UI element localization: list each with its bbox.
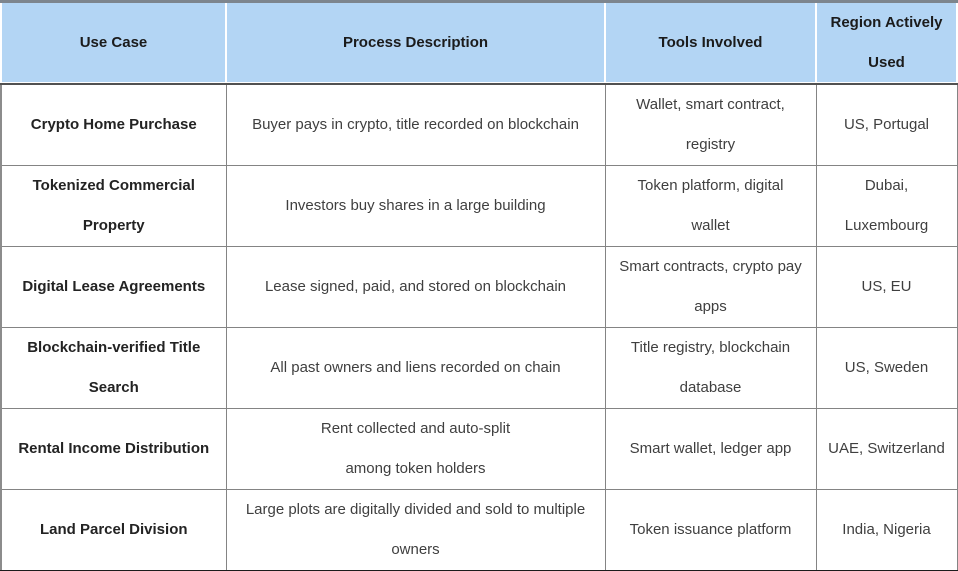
cell-process-description: Rent collected and auto-split among toke…	[225, 408, 606, 490]
table-row: Rental Income Distribution Rent collecte…	[0, 408, 958, 490]
cell-region-actively-used: UAE, Switzerland	[815, 408, 958, 490]
cell-use-case: Rental Income Distribution	[0, 408, 227, 490]
cell-region-actively-used: India, Nigeria	[815, 489, 958, 571]
cell-region-actively-used: US, Sweden	[815, 327, 958, 409]
cell-tools-involved: Title registry, blockchain database	[604, 327, 817, 409]
cell-tools-involved: Wallet, smart contract, registry	[604, 83, 817, 166]
cell-use-case: Blockchain-verified Title Search	[0, 327, 227, 409]
cell-process-description: Lease signed, paid, and stored on blockc…	[225, 246, 606, 328]
table-row: Crypto Home Purchase Buyer pays in crypt…	[0, 83, 958, 166]
cell-region-actively-used: Dubai, Luxembourg	[815, 165, 958, 247]
table-row: Digital Lease Agreements Lease signed, p…	[0, 246, 958, 328]
cell-use-case: Land Parcel Division	[0, 489, 227, 571]
cell-use-case: Digital Lease Agreements	[0, 246, 227, 328]
cell-process-description: Large plots are digitally divided and so…	[225, 489, 606, 571]
cell-region-actively-used: US, EU	[815, 246, 958, 328]
column-header-region-actively-used: Region Actively Used	[815, 1, 958, 85]
column-header-tools-involved: Tools Involved	[604, 1, 817, 85]
cell-region-actively-used: US, Portugal	[815, 83, 958, 166]
table-row: Tokenized Commercial Property Investors …	[0, 165, 958, 247]
cell-process-description: All past owners and liens recorded on ch…	[225, 327, 606, 409]
cell-tools-involved: Smart wallet, ledger app	[604, 408, 817, 490]
cell-tools-involved: Token issuance platform	[604, 489, 817, 571]
column-header-use-case: Use Case	[0, 1, 227, 85]
cell-use-case: Crypto Home Purchase	[0, 83, 227, 166]
cell-process-description: Buyer pays in crypto, title recorded on …	[225, 83, 606, 166]
cell-tools-involved: Token platform, digital wallet	[604, 165, 817, 247]
cell-tools-involved: Smart contracts, crypto pay apps	[604, 246, 817, 328]
table-row: Blockchain-verified Title Search All pas…	[0, 327, 958, 409]
column-header-process-description: Process Description	[225, 1, 606, 85]
cell-use-case: Tokenized Commercial Property	[0, 165, 227, 247]
table-row: Land Parcel Division Large plots are dig…	[0, 489, 958, 571]
header-row: Use Case Process Description Tools Invol…	[0, 1, 958, 85]
cell-process-description: Investors buy shares in a large building	[225, 165, 606, 247]
